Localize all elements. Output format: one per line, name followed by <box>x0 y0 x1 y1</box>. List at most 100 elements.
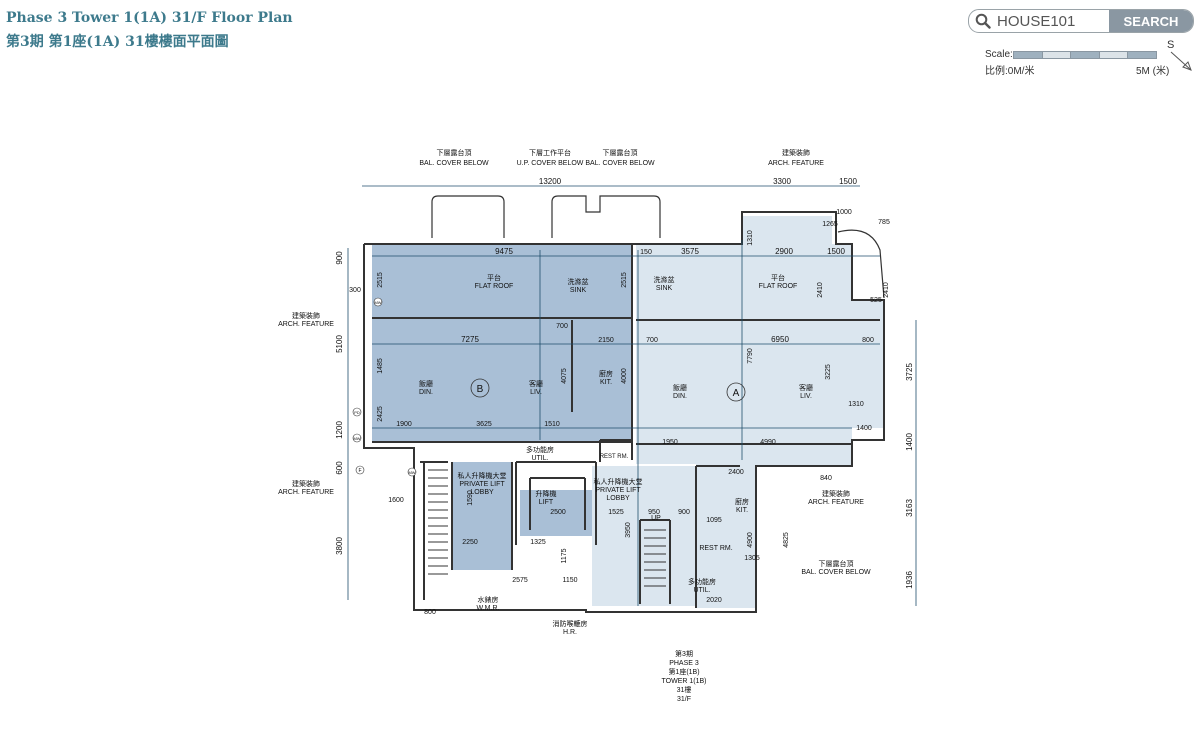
svg-text:SINK: SINK <box>570 287 587 294</box>
svg-text:MW: MW <box>353 436 360 441</box>
svg-text:1950: 1950 <box>662 439 678 446</box>
svg-text:3725: 3725 <box>905 363 914 381</box>
search-icon <box>975 13 991 29</box>
svg-text:建築裝飾: 建築裝飾 <box>822 489 850 498</box>
scale-bar <box>1013 51 1157 59</box>
svg-text:525: 525 <box>870 297 882 304</box>
svg-text:31/F: 31/F <box>677 696 691 703</box>
svg-text:廚房: 廚房 <box>735 497 749 506</box>
svg-text:3163: 3163 <box>905 499 914 517</box>
svg-text:2515: 2515 <box>621 272 628 288</box>
svg-text:PRIVATE LIFT: PRIVATE LIFT <box>595 487 641 494</box>
svg-text:1525: 1525 <box>608 509 624 516</box>
stairs <box>428 469 666 587</box>
svg-text:MW: MW <box>374 300 381 305</box>
svg-text:下層露台頂: 下層露台頂 <box>819 559 854 568</box>
svg-text:F: F <box>358 468 361 474</box>
svg-text:第1座(1B): 第1座(1B) <box>668 667 699 676</box>
svg-text:700: 700 <box>556 323 568 330</box>
svg-text:1265: 1265 <box>822 221 838 228</box>
svg-text:2250: 2250 <box>462 539 478 546</box>
svg-text:4990: 4990 <box>760 439 776 446</box>
compass-letter: S <box>1167 39 1175 51</box>
svg-text:REST RM.: REST RM. <box>600 454 629 460</box>
svg-text:600: 600 <box>335 461 344 475</box>
svg-text:ARCH. FEATURE: ARCH. FEATURE <box>768 160 824 167</box>
svg-text:LIV.: LIV. <box>800 393 812 400</box>
svg-text:LIV.: LIV. <box>530 389 542 396</box>
svg-text:下層露台頂: 下層露台頂 <box>437 148 472 157</box>
svg-text:多功能房: 多功能房 <box>688 577 716 586</box>
title-english: Phase 3 Tower 1(1A) 31/F Floor Plan <box>6 10 293 26</box>
plan-text: 13200 3300 1500 1000 1265 785 下層露台頂 BAL.… <box>278 148 890 703</box>
svg-text:私人升降機大堂: 私人升降機大堂 <box>594 477 643 486</box>
svg-text:消防喉轆房: 消防喉轆房 <box>553 619 588 628</box>
svg-text:PHASE 3: PHASE 3 <box>669 660 699 667</box>
svg-text:1600: 1600 <box>388 497 404 504</box>
svg-text:H.R.: H.R. <box>563 629 577 636</box>
svg-text:UTIL.: UTIL. <box>531 455 548 462</box>
scale-max-label: 5M (米) <box>1136 66 1170 77</box>
svg-text:4900: 4900 <box>747 532 754 548</box>
search-input[interactable] <box>969 10 1109 32</box>
svg-text:下層露台頂: 下層露台頂 <box>603 148 638 157</box>
vertical-dimension-text: 900 300 5100 1200 600 3800 3725 1400 316… <box>335 230 914 589</box>
unit-b-fill <box>372 244 632 570</box>
svg-text:BAL. COVER BELOW: BAL. COVER BELOW <box>801 569 871 576</box>
svg-text:PRIVATE LIFT: PRIVATE LIFT <box>459 481 505 488</box>
svg-text:建築裝飾: 建築裝飾 <box>292 311 320 320</box>
svg-text:ARCH. FEATURE: ARCH. FEATURE <box>278 321 334 328</box>
unit-b-marker: B <box>477 384 484 395</box>
svg-text:800: 800 <box>862 337 874 344</box>
svg-text:700: 700 <box>646 337 658 344</box>
scale-label: Scale: <box>985 49 1013 60</box>
svg-text:私人升降機大堂: 私人升降機大堂 <box>458 471 507 480</box>
svg-text:ARCH. FEATURE: ARCH. FEATURE <box>808 499 864 506</box>
svg-text:1310: 1310 <box>747 230 754 246</box>
svg-text:BAL. COVER BELOW: BAL. COVER BELOW <box>585 160 655 167</box>
svg-text:建築裝飾: 建築裝飾 <box>292 479 320 488</box>
svg-text:1310: 1310 <box>848 401 864 408</box>
svg-text:300: 300 <box>349 287 361 294</box>
unit-a-marker: A <box>733 388 740 399</box>
search-button[interactable]: SEARCH <box>1109 10 1193 32</box>
svg-text:2400: 2400 <box>728 469 744 476</box>
svg-text:1200: 1200 <box>335 421 344 439</box>
svg-text:3575: 3575 <box>681 247 699 256</box>
svg-text:FLAT ROOF: FLAT ROOF <box>475 283 514 290</box>
svg-text:UP: UP <box>651 515 661 522</box>
svg-text:升降機: 升降機 <box>536 489 557 498</box>
svg-text:2410: 2410 <box>817 282 824 298</box>
svg-text:PD: PD <box>354 410 360 415</box>
svg-text:飯廳: 飯廳 <box>673 383 687 392</box>
svg-text:3225: 3225 <box>825 364 832 380</box>
svg-text:3300: 3300 <box>773 177 791 186</box>
svg-text:1590: 1590 <box>467 490 474 506</box>
svg-text:平台: 平台 <box>487 273 501 282</box>
svg-text:REST RM.: REST RM. <box>699 545 732 552</box>
svg-text:客廳: 客廳 <box>529 379 543 388</box>
svg-text:1500: 1500 <box>839 177 857 186</box>
svg-text:1305: 1305 <box>744 555 760 562</box>
svg-text:ARCH. FEATURE: ARCH. FEATURE <box>278 489 334 496</box>
svg-text:多功能房: 多功能房 <box>526 445 554 454</box>
svg-text:800: 800 <box>424 609 436 616</box>
svg-text:MW: MW <box>408 470 415 475</box>
svg-text:2410: 2410 <box>883 282 890 298</box>
svg-text:LIFT: LIFT <box>539 499 554 506</box>
svg-text:W.M.R.: W.M.R. <box>477 605 500 612</box>
svg-text:LOBBY: LOBBY <box>470 489 494 496</box>
svg-text:5100: 5100 <box>335 335 344 353</box>
title-chinese: 第3期 第1座(1A) 31樓樓面平面圖 <box>6 34 229 50</box>
svg-text:KIT.: KIT. <box>600 379 612 386</box>
svg-text:1510: 1510 <box>544 421 560 428</box>
svg-text:3625: 3625 <box>476 421 492 428</box>
svg-text:950: 950 <box>648 509 660 516</box>
scale-min-label: 比例:0M/米 <box>985 66 1035 77</box>
svg-text:1095: 1095 <box>706 517 722 524</box>
svg-text:飯廳: 飯廳 <box>419 379 433 388</box>
svg-text:1400: 1400 <box>905 433 914 451</box>
svg-text:7790: 7790 <box>747 348 754 364</box>
page-title: Phase 3 Tower 1(1A) 31/F Floor Plan 第3期 … <box>6 6 293 54</box>
